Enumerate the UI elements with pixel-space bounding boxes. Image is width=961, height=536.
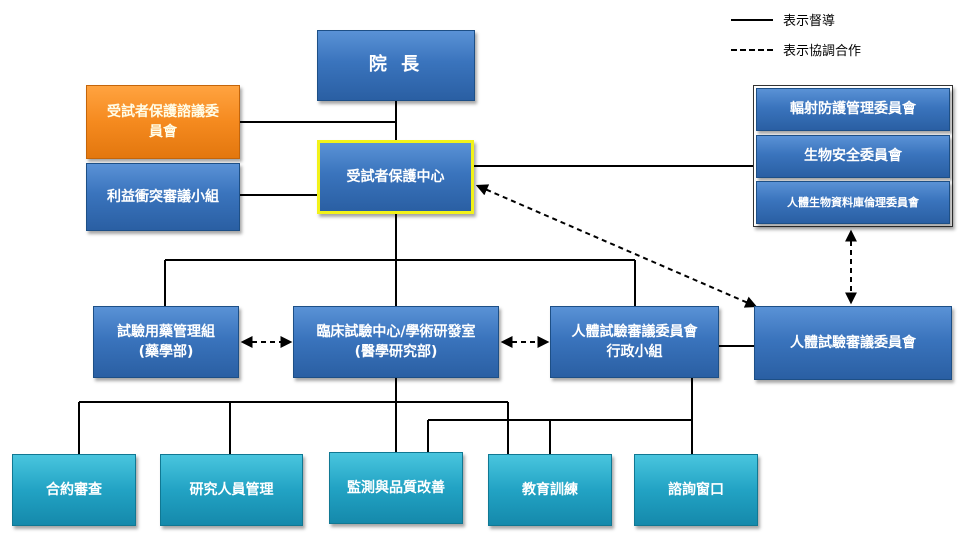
biobank-committee-box: 人體生物資料庫倫理委員會 [756,181,950,224]
conflict-group-box: 利益衝突審議小組 [86,163,240,231]
biosafety-committee-box: 生物安全委員會 [756,135,950,178]
radiation-committee-label: 輻射防護管理委員會 [790,101,916,118]
biobank-committee-label: 人體生物資料庫倫理委員會 [787,195,919,209]
researcher-mgmt-label: 研究人員管理 [189,481,274,498]
radiation-committee-box: 輻射防護管理委員會 [756,88,950,131]
legend-solid-label: 表示督導 [783,14,836,29]
legend-solid: 表示督導 [731,10,835,29]
protection-center-label: 受試者保護中心 [346,168,445,185]
irb-admin-label-2: 行政小組 [606,344,663,360]
researcher-mgmt-box: 研究人員管理 [160,454,303,526]
drug-group-label-2: (藥學部) [138,344,194,360]
president-box: 院 長 [317,30,475,101]
legend-dashed-label: 表示協調合作 [783,44,862,59]
ethics-committee-label-2: 員會 [149,124,177,140]
ethics-committee-box: 受試者保護諮議委 員會 [86,85,240,159]
monitoring-box: 監測與品質改善 [329,452,463,524]
consultation-label: 諮詢窗口 [668,481,724,498]
irb-admin-label-1: 人體試驗審議委員會 [571,323,698,340]
consultation-box: 諮詢窗口 [634,454,758,526]
biosafety-committee-label: 生物安全委員會 [804,148,902,165]
irb-label: 人體試驗審議委員會 [790,334,916,351]
clinical-center-box: 臨床試驗中心/學術研發室 (醫學研究部) [293,306,499,378]
clinical-center-label-2: (醫學研究部) [354,344,438,360]
drug-group-box: 試驗用藥管理組 (藥學部) [93,306,239,378]
contract-review-label: 合約審查 [46,481,102,498]
protection-center-box: 受試者保護中心 [317,140,474,214]
irb-box: 人體試驗審議委員會 [754,306,952,380]
dashed-line-icon [731,48,773,51]
education-box: 教育訓練 [488,454,612,526]
conflict-group-label: 利益衝突審議小組 [107,188,219,205]
monitoring-label: 監測與品質改善 [347,479,445,496]
contract-review-box: 合約審查 [12,454,136,526]
solid-line-icon [731,18,773,21]
legend-dashed: 表示協調合作 [731,40,861,59]
ethics-committee-label-1: 受試者保護諮議委 [107,103,219,120]
president-label: 院 長 [368,54,424,76]
drug-group-label-1: 試驗用藥管理組 [117,323,215,340]
education-label: 教育訓練 [522,481,578,498]
irb-admin-box: 人體試驗審議委員會 行政小組 [550,306,719,378]
clinical-center-label-1: 臨床試驗中心/學術研發室 [316,323,476,340]
